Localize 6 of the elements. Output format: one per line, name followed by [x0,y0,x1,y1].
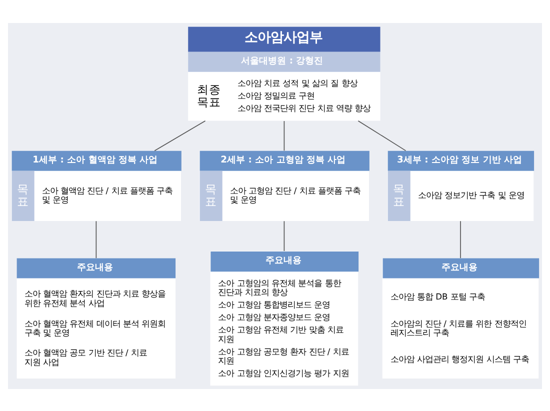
connector [154,120,206,151]
connector [284,220,285,251]
connector [284,120,285,151]
connector [358,120,406,151]
connector [460,220,461,258]
connector [96,220,97,258]
